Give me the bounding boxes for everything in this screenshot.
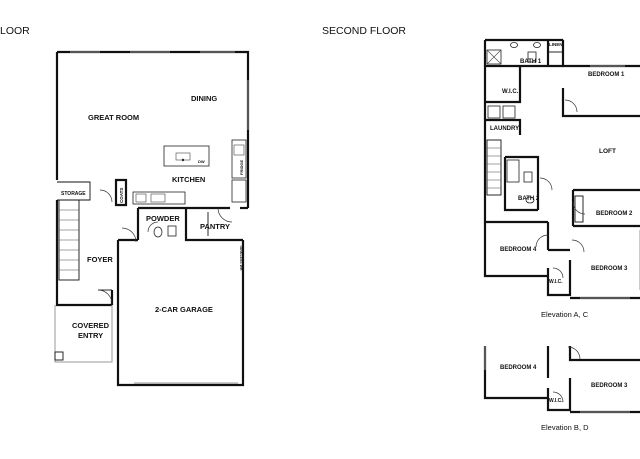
- bedroom4-label: BEDROOM 4: [500, 247, 537, 253]
- kitchen-label: KITCHEN: [172, 175, 205, 184]
- alt-bedroom3-label: BEDROOM 3: [591, 383, 628, 389]
- fridge-label: FRIDGE: [239, 160, 244, 175]
- secondary-wic-label: W.I.C.: [549, 279, 563, 285]
- tankless-water-heater-label: TANKLESS WH: [239, 245, 243, 271]
- bedroom2-label: BEDROOM 2: [596, 211, 633, 217]
- garage-label: 2-CAR GARAGE: [155, 305, 213, 314]
- loft-label: LOFT: [599, 148, 616, 155]
- second-floor-plan: LINEN BATH 1 BEDROOM 1 W.I.C. LAUNDRY LO…: [483, 38, 640, 319]
- second-floor-stair: [486, 139, 502, 196]
- coats-label: COATS: [119, 188, 124, 203]
- primary-wic-label: W.I.C.: [502, 89, 519, 95]
- great-room-label: GREAT ROOM: [88, 113, 139, 122]
- dishwasher-label: DW: [198, 159, 205, 164]
- pantry-label: PANTRY: [200, 222, 230, 231]
- first-floor-stair: [58, 199, 80, 281]
- first-floor-plan: GREAT ROOM DINING KITCHEN DW FRIDGE STOR…: [54, 50, 250, 387]
- alt-bedroom4-label: BEDROOM 4: [500, 365, 537, 371]
- linen-label: LINEN: [549, 42, 563, 47]
- bedroom3-label: BEDROOM 3: [591, 266, 628, 272]
- elevation-ac-label: Elevation A, C: [541, 310, 589, 319]
- laundry-label: LAUNDRY: [490, 126, 519, 132]
- kitchen-island: [163, 145, 210, 167]
- powder-label: POWDER: [146, 214, 180, 223]
- bedroom1-label: BEDROOM 1: [588, 72, 625, 78]
- bath2-label: BATH 2: [518, 196, 540, 202]
- alternate-plan-bd: BEDROOM 4 BEDROOM 3 W.I.C. Elevation B, …: [483, 346, 640, 432]
- foyer-label: FOYER: [87, 255, 113, 264]
- covered-entry-label-2: ENTRY: [78, 331, 103, 340]
- storage-label: STORAGE: [61, 191, 86, 197]
- elevation-bd-label: Elevation B, D: [541, 423, 589, 432]
- bath1-label: BATH 1: [520, 59, 542, 65]
- alt-wic-label: W.I.C.: [549, 398, 563, 404]
- covered-entry-label-1: COVERED: [72, 321, 110, 330]
- second-floor-heading: SECOND FLOOR: [322, 25, 406, 37]
- first-floor-heading: LOOR: [0, 25, 30, 37]
- dining-label: DINING: [191, 94, 217, 103]
